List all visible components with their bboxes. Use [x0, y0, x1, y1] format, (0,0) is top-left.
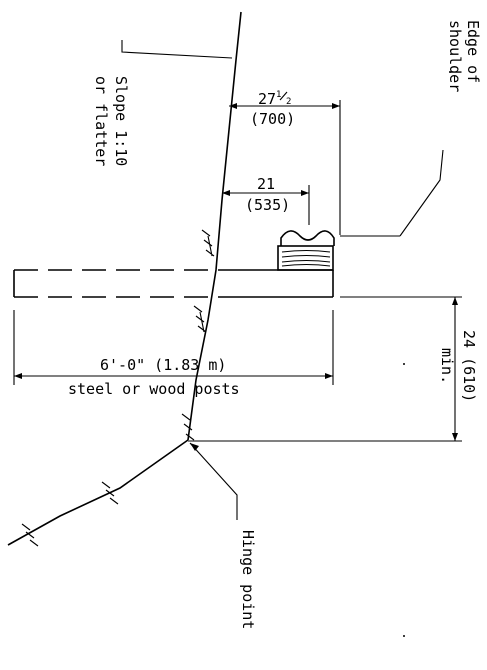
shoulder-label-line2: shoulder — [446, 20, 464, 92]
hinge-leader — [189, 442, 238, 520]
slope-lines — [7, 11, 242, 546]
post-type-label: steel or wood posts — [68, 380, 240, 398]
blockout-box — [277, 245, 334, 271]
dimension-offset-large: 27 1 2 (700) — [229, 90, 340, 128]
offset-small-value: 21 — [257, 175, 275, 193]
dimension-embedment: 24 (610) min. — [188, 296, 478, 442]
wood-grain — [281, 249, 331, 267]
dimension-post-length: 6'-0" (1.83 m) steel or wood posts — [13, 310, 334, 398]
hinge-point-label: Hinge point — [239, 530, 257, 629]
offset-large-value: 27 — [258, 90, 276, 108]
embedment-min-label: min. — [438, 348, 456, 384]
shoulder-label-line1: Edge of — [464, 20, 482, 83]
dot — [403, 363, 405, 365]
w-beam-rail — [280, 230, 335, 246]
blockout — [277, 245, 334, 271]
embedment-depth-label: 24 (610) — [460, 330, 478, 402]
offset-large-frac-num: 1 — [276, 90, 281, 100]
offset-small-metric: (535) — [245, 196, 290, 214]
lower-slope-line — [7, 439, 189, 546]
dot — [449, 71, 451, 73]
shoulder-leader — [399, 149, 444, 237]
guardrail-post — [13, 269, 334, 298]
slope-hatching — [21, 229, 215, 547]
hinge-arrow — [190, 443, 199, 451]
dimension-offset-small: 21 (535) — [222, 175, 310, 225]
upper-slope-line — [187, 11, 242, 441]
slope-leader — [121, 40, 233, 59]
offset-large-metric: (700) — [250, 110, 295, 128]
slope-label-line1: Slope 1:10 — [112, 76, 130, 166]
dot — [403, 635, 405, 637]
offset-large-frac-den: 2 — [286, 97, 291, 107]
slope-label-line2: or flatter — [92, 76, 110, 166]
post-length-label: 6'-0" (1.83 m) — [100, 356, 226, 374]
